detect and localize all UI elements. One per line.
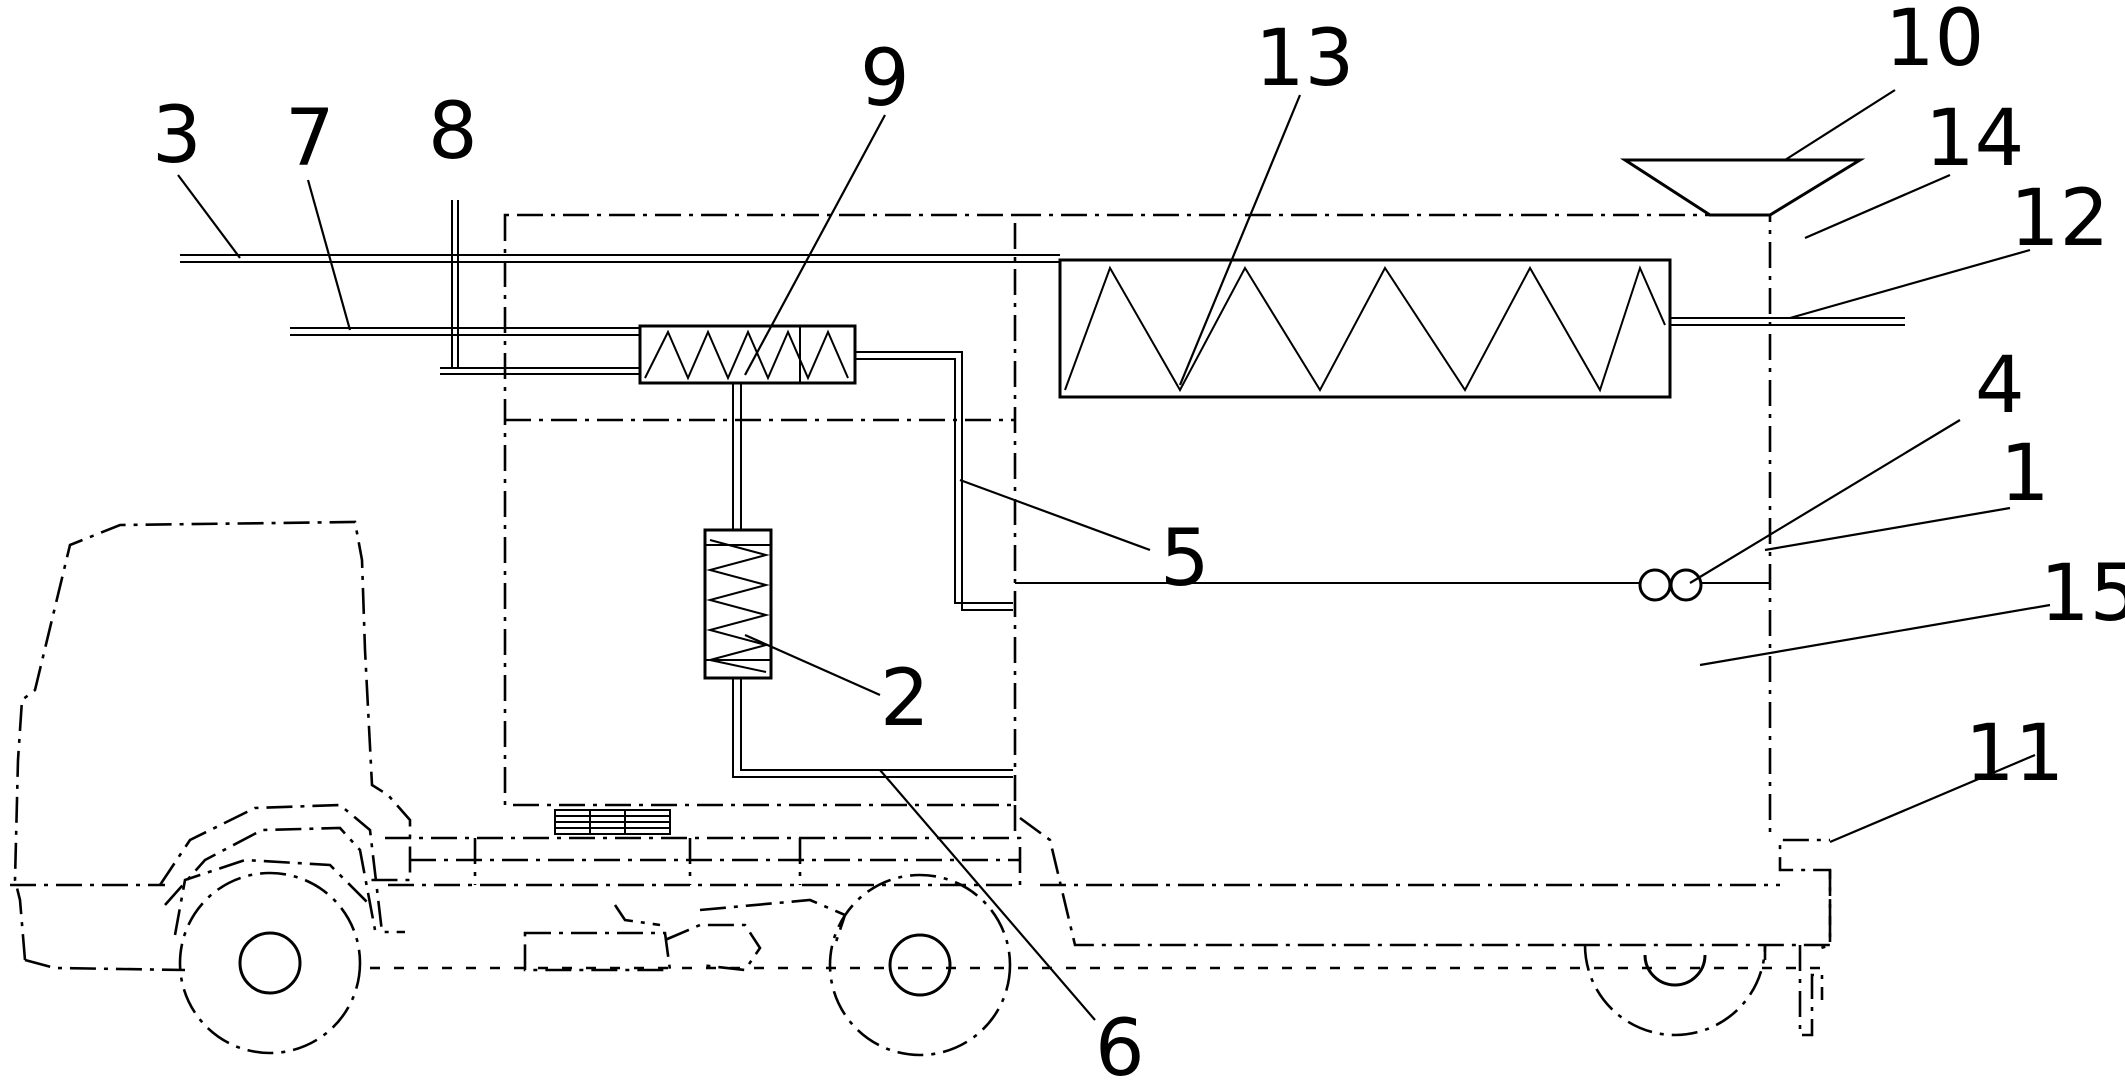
leader-6 — [879, 769, 1096, 1021]
front-wheel — [173, 858, 371, 1055]
truck-cab — [10, 520, 412, 972]
rear-body-wheel — [1583, 944, 1767, 1037]
tow-hitch — [1798, 945, 1824, 1037]
pipe-8 — [440, 200, 640, 375]
leader-15 — [1699, 603, 2051, 667]
leader-11 — [1829, 753, 2036, 844]
pipe-7 — [290, 327, 640, 336]
ref-label-6: 6 — [1095, 1004, 1145, 1080]
ref-label-2: 2 — [880, 654, 930, 744]
leader-1 — [1764, 506, 2011, 552]
leader-3 — [177, 174, 241, 259]
front-compartment — [503, 213, 1017, 807]
ref-label-4: 4 — [1975, 341, 2025, 431]
driveline — [523, 898, 847, 972]
ref-label-11: 11 — [1965, 709, 2064, 799]
pipe-6 — [732, 678, 1013, 778]
ref-label-7: 7 — [285, 94, 335, 184]
ref-label-13: 13 — [1255, 14, 1354, 104]
leader-12 — [1789, 248, 2031, 320]
leader-13 — [1178, 94, 1302, 386]
heat-exchanger-2 — [703, 528, 773, 680]
chassis-frame — [370, 816, 1832, 970]
ref-label-1: 1 — [2000, 429, 2050, 519]
leader-9 — [744, 114, 886, 376]
grille-vents — [554, 809, 671, 835]
main-exchanger-13 — [1058, 258, 1672, 399]
ref-label-12: 12 — [2010, 174, 2109, 264]
pipe-12 — [1670, 317, 1905, 326]
ref-label-8: 8 — [428, 87, 478, 177]
pipe-vertical-9-to-2 — [732, 383, 742, 530]
leader-14 — [1804, 173, 1951, 240]
ref-label-3: 3 — [152, 91, 202, 181]
leader-5 — [959, 478, 1151, 552]
pipe-3 — [180, 254, 1060, 263]
valve-4 — [1638, 568, 1703, 602]
ref-label-10: 10 — [1885, 0, 1984, 84]
leader-10 — [1784, 89, 1896, 161]
reference-labels: 3 7 8 9 13 10 14 12 4 1 5 15 2 11 6 — [152, 0, 2125, 1080]
ref-label-5: 5 — [1160, 514, 1210, 604]
ref-label-14: 14 — [1925, 94, 2024, 184]
heat-exchanger-9 — [638, 324, 857, 385]
ref-label-15: 15 — [2040, 549, 2125, 639]
rear-drive-wheel — [828, 873, 1012, 1057]
hopper-10 — [1619, 158, 1866, 217]
leader-7 — [306, 179, 352, 331]
leader-4 — [1689, 419, 1961, 584]
ref-label-9: 9 — [860, 34, 910, 124]
leader-lines — [177, 89, 2051, 1021]
pipe-5 — [855, 351, 1770, 611]
leader-2 — [744, 633, 881, 697]
